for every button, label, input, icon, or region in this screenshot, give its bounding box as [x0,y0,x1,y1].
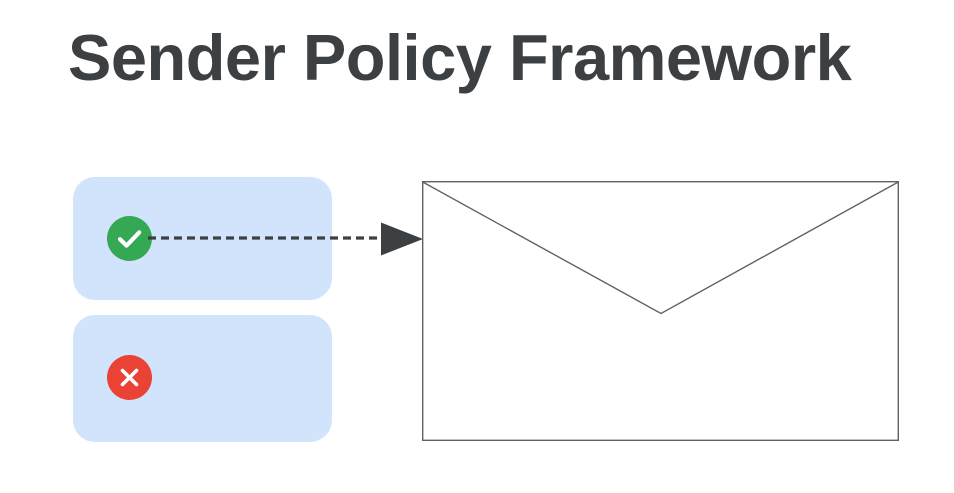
arrow-right-icon [380,221,425,257]
x-circle-icon [107,355,152,400]
page-title: Sender Policy Framework [68,21,852,94]
spf-pass-card[interactable] [73,177,332,300]
spf-fail-card[interactable] [73,315,332,442]
dashed-connector-line [148,236,386,240]
check-circle-icon [107,216,152,261]
envelope-icon [422,181,899,441]
